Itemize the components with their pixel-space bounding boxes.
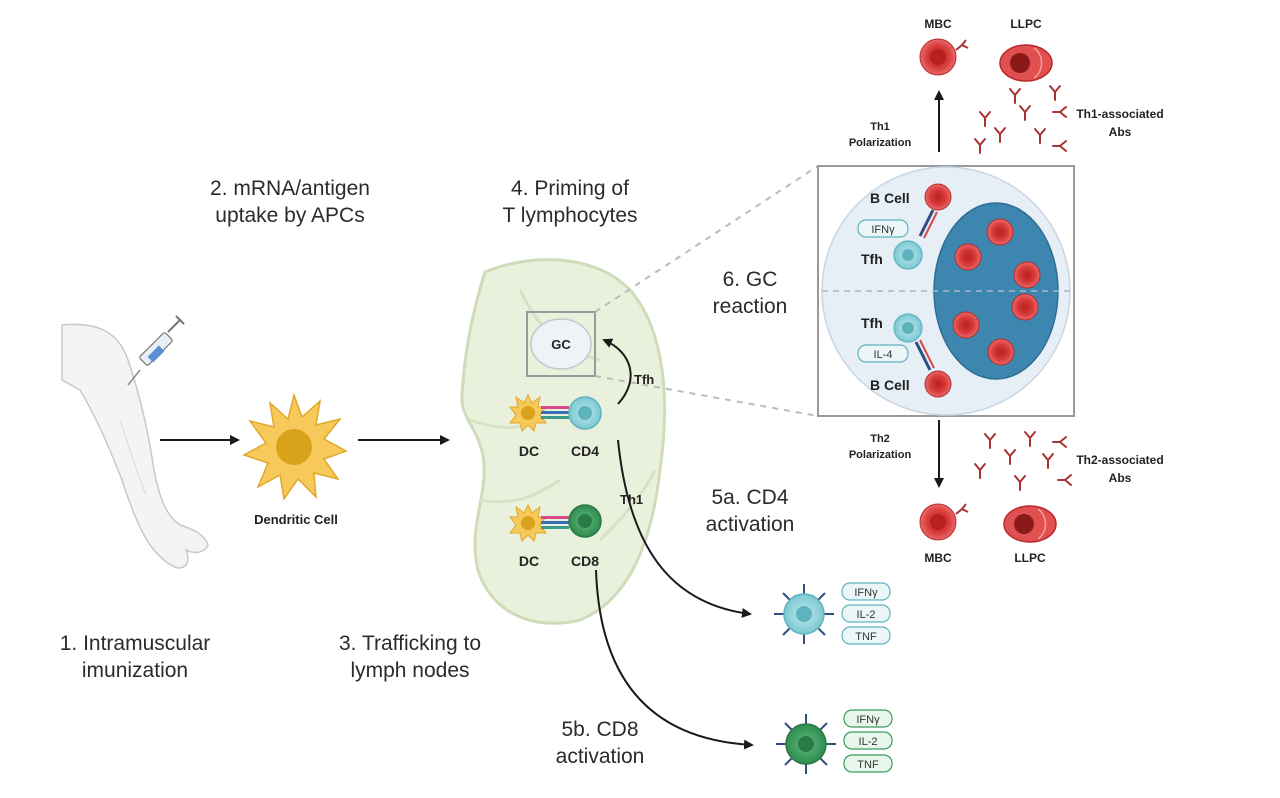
step-1-line1: 1. Intramuscular	[59, 632, 211, 655]
th1-abs-line1: Th1-associated	[1076, 107, 1163, 121]
th1-polarization-line2: Polarization	[849, 137, 912, 149]
tfh-label: Tfh	[634, 372, 654, 387]
th1-abs-line2: Abs	[1109, 125, 1132, 139]
th2-polarization-line1: Th2	[870, 433, 890, 445]
cd8-tnf-label: TNF	[857, 759, 879, 771]
step-5b-line1: 5b. CD8	[561, 718, 639, 741]
gc-b-cell-top-label: B Cell	[870, 190, 910, 206]
gc-ellipse	[530, 318, 592, 370]
cd4-label: CD4	[571, 443, 599, 459]
gc-box	[526, 311, 596, 377]
step-6-line2: reaction	[712, 295, 788, 318]
mbc-bottom-label: MBC	[924, 551, 952, 565]
th1-antibodies	[974, 85, 1067, 154]
step-1-line2: imunization	[81, 659, 189, 682]
syringe-icon	[127, 315, 185, 386]
gc-il4-label: IL-4	[874, 349, 893, 361]
th2-abs-line2: Abs	[1109, 471, 1132, 485]
dendritic-cell-label: Dendritic Cell	[254, 512, 338, 527]
llpc-bottom-label: LLPC	[1014, 551, 1046, 565]
top-llpc-icon	[999, 44, 1053, 82]
step-3-caption: 3. Trafficking to lymph nodes	[310, 630, 510, 684]
activated-cd8-cell	[776, 714, 836, 774]
activated-cd4-cell	[774, 584, 834, 644]
step-6-caption: 6. GC reaction	[690, 266, 810, 320]
cd8-il2-label: IL-2	[859, 736, 878, 748]
gc-ifng-label: IFNγ	[871, 224, 895, 236]
th2-antibodies	[974, 431, 1072, 491]
step-4-line1: 4. Priming of	[511, 177, 629, 200]
gc-tfh-top-label: Tfh	[861, 251, 883, 267]
step-2-line1: 2. mRNA/antigen	[210, 177, 370, 200]
dc-top-label: DC	[519, 443, 539, 459]
step-5a-caption: 5a. CD4 activation	[680, 484, 820, 538]
dc-cd8-pair	[509, 503, 602, 542]
cd8-cytokines: IFNγ IL-2 TNF	[843, 709, 893, 773]
step-6-line1: 6. GC	[722, 268, 778, 291]
step-5b-caption: 5b. CD8 activation	[530, 716, 670, 770]
step-1-caption: 1. Intramuscular imunization	[30, 630, 240, 684]
step-2-caption: 2. mRNA/antigen uptake by APCs	[180, 175, 400, 229]
cd4-ifng-label: IFNγ	[854, 587, 878, 599]
cd8-ifng-label: IFNγ	[856, 714, 880, 726]
gc-label: GC	[551, 337, 571, 352]
step-5a-line2: activation	[705, 513, 795, 536]
cd4-activation-arrow	[617, 439, 752, 618]
step-5b-line2: activation	[555, 745, 645, 768]
step-3-line2: lymph nodes	[350, 659, 470, 682]
step-4-caption: 4. Priming of T lymphocytes	[470, 175, 670, 229]
th2-polarization-line2: Polarization	[849, 449, 912, 461]
tfh-arrow	[602, 338, 632, 405]
th2-abs-line1: Th2-associated	[1076, 453, 1163, 467]
step-5a-line1: 5a. CD4	[711, 486, 789, 509]
step-2-line2: uptake by APCs	[215, 204, 365, 227]
dc-bottom-label: DC	[519, 553, 539, 569]
top-mbc-icon	[919, 38, 969, 76]
cd4-il2-label: IL-2	[857, 609, 876, 621]
step-3-line1: 3. Trafficking to	[338, 632, 482, 655]
gc-b-cell-bottom-label: B Cell	[870, 377, 910, 393]
gc-inset	[817, 165, 1075, 417]
th1-label: Th1	[620, 492, 643, 507]
cd8-activation-arrow	[595, 569, 754, 750]
llpc-top-label: LLPC	[1010, 17, 1042, 31]
dendritic-cell-icon	[242, 392, 348, 501]
lymph-node-illustration	[460, 258, 667, 625]
cd8-label: CD8	[571, 553, 599, 569]
bottom-mbc-icon	[919, 503, 969, 541]
arm-illustration	[61, 323, 209, 569]
th1-polarization-line1: Th1	[870, 121, 890, 133]
bottom-llpc-icon	[1003, 505, 1057, 543]
cd4-cytokines: IFNγ IL-2 TNF	[841, 582, 891, 645]
step-4-line2: T lymphocytes	[502, 204, 638, 227]
gc-b-cells	[952, 218, 1041, 366]
dc-cd4-pair	[509, 393, 602, 432]
zoom-line-bottom	[594, 375, 819, 417]
mbc-top-label: MBC	[924, 17, 952, 31]
zoom-line-top	[594, 165, 819, 313]
cd4-tnf-label: TNF	[855, 631, 877, 643]
gc-tfh-bottom-label: Tfh	[861, 315, 883, 331]
